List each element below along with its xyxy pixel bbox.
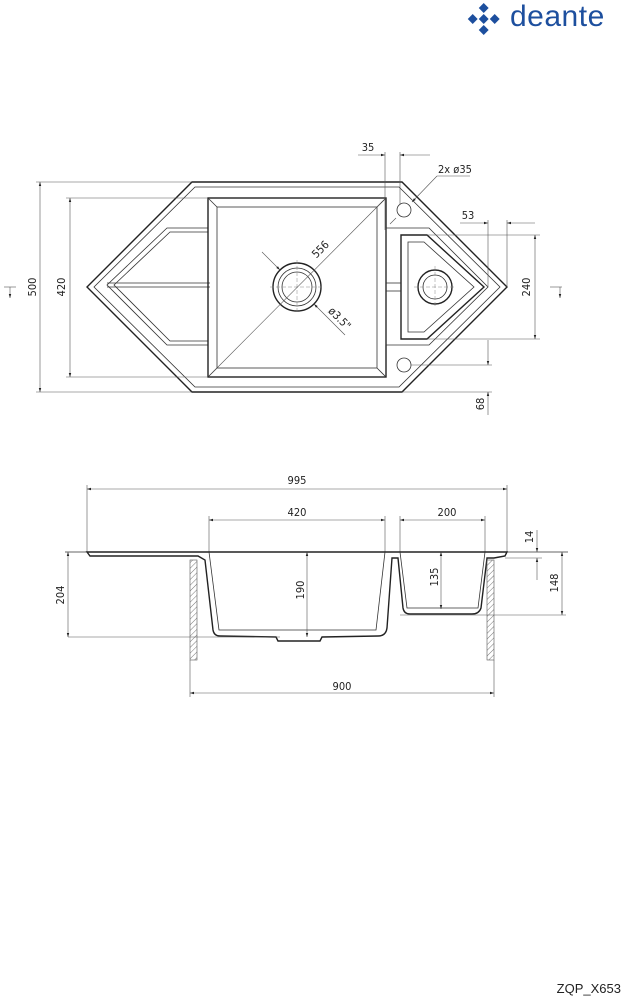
dim-148: 148 xyxy=(548,574,561,593)
dim-500: 500 xyxy=(26,278,39,297)
cabinet-wall-right xyxy=(486,559,495,661)
small-bowl xyxy=(400,234,486,340)
dim-240: 240 xyxy=(520,278,533,297)
top-view: 500 420 35 2x ø35 53 240 68 556 ø3.5" xyxy=(4,141,562,415)
dim-68: 68 xyxy=(474,398,487,411)
drainer xyxy=(106,227,209,346)
dim-holes: 2x ø35 xyxy=(438,163,472,176)
dim-200: 200 xyxy=(438,506,457,519)
tap-hole xyxy=(396,202,412,218)
sink-profile xyxy=(85,551,509,642)
dim-135: 135 xyxy=(428,568,441,587)
dim-14: 14 xyxy=(523,531,536,544)
side-view: 995 420 200 900 190 135 204 148 14 xyxy=(54,474,568,697)
tap-hole xyxy=(396,357,412,373)
cabinet-wall-left xyxy=(189,559,198,661)
dim-900: 900 xyxy=(333,680,352,693)
product-code: ZQP_X653 xyxy=(556,981,621,996)
dim-556: 556 xyxy=(309,238,332,261)
dim-420-top: 420 xyxy=(55,278,68,297)
dim-995: 995 xyxy=(288,474,307,487)
dim-420-side: 420 xyxy=(288,506,307,519)
dim-35: 35 xyxy=(362,141,375,154)
dim-204: 204 xyxy=(54,586,67,605)
dim-190: 190 xyxy=(294,581,307,600)
section-marker xyxy=(4,286,562,298)
dim-53: 53 xyxy=(462,209,475,222)
deante-logo-icon xyxy=(467,3,500,35)
brand-logo: deante xyxy=(510,0,605,33)
dim-drain: ø3.5" xyxy=(326,305,354,333)
